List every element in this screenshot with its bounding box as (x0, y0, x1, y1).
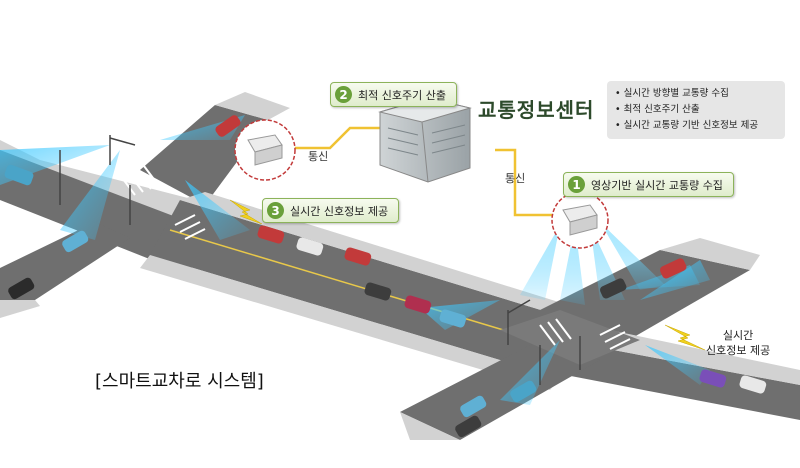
side-label-line: 실시간 (722, 329, 754, 342)
center-functions-box: 실시간 방향별 교통량 수집 최적 신호주기 산출 실시간 교통량 기반 신호정… (607, 81, 785, 139)
step-number-badge: 3 (267, 202, 284, 219)
link-label-comm: 통신 (505, 172, 526, 185)
communication-links (292, 126, 555, 217)
function-item: 실시간 방향별 교통량 수집 (615, 86, 777, 102)
link-label-comm: 통신 (308, 150, 329, 163)
step-3-label: 3 실시간 신호정보 제공 (262, 198, 400, 223)
crosswalks (119, 165, 631, 350)
traffic-center-title: 교통정보센터 (478, 98, 595, 122)
side-label-line: 신호정보 제공 (706, 344, 771, 357)
step-text: 영상기반 실시간 교통량 수집 (591, 178, 723, 192)
traffic-center-building (378, 97, 472, 183)
upper-cross-road-left (0, 222, 130, 318)
signal-bolt-icon (229, 199, 706, 351)
camera-callout-lower (551, 191, 609, 249)
cars (4, 115, 767, 438)
camera-callout-upper (234, 119, 296, 181)
step-text: 최적 신호주기 산출 (358, 88, 446, 102)
figure-caption: [스마트교차로 시스템] (95, 371, 264, 392)
realtime-signal-label: 실시간 신호정보 제공 (706, 328, 770, 358)
function-item: 실시간 교통량 기반 신호정보 제공 (615, 118, 777, 134)
function-item: 최적 신호주기 산출 (615, 102, 777, 118)
step-number-badge: 1 (568, 176, 585, 193)
step-number-badge: 2 (335, 86, 352, 103)
step-2-label: 2 최적 신호주기 산출 (330, 82, 457, 107)
step-1-label: 1 영상기반 실시간 교통량 수집 (563, 172, 734, 197)
step-text: 실시간 신호정보 제공 (290, 204, 389, 218)
signal-poles (59, 135, 581, 385)
